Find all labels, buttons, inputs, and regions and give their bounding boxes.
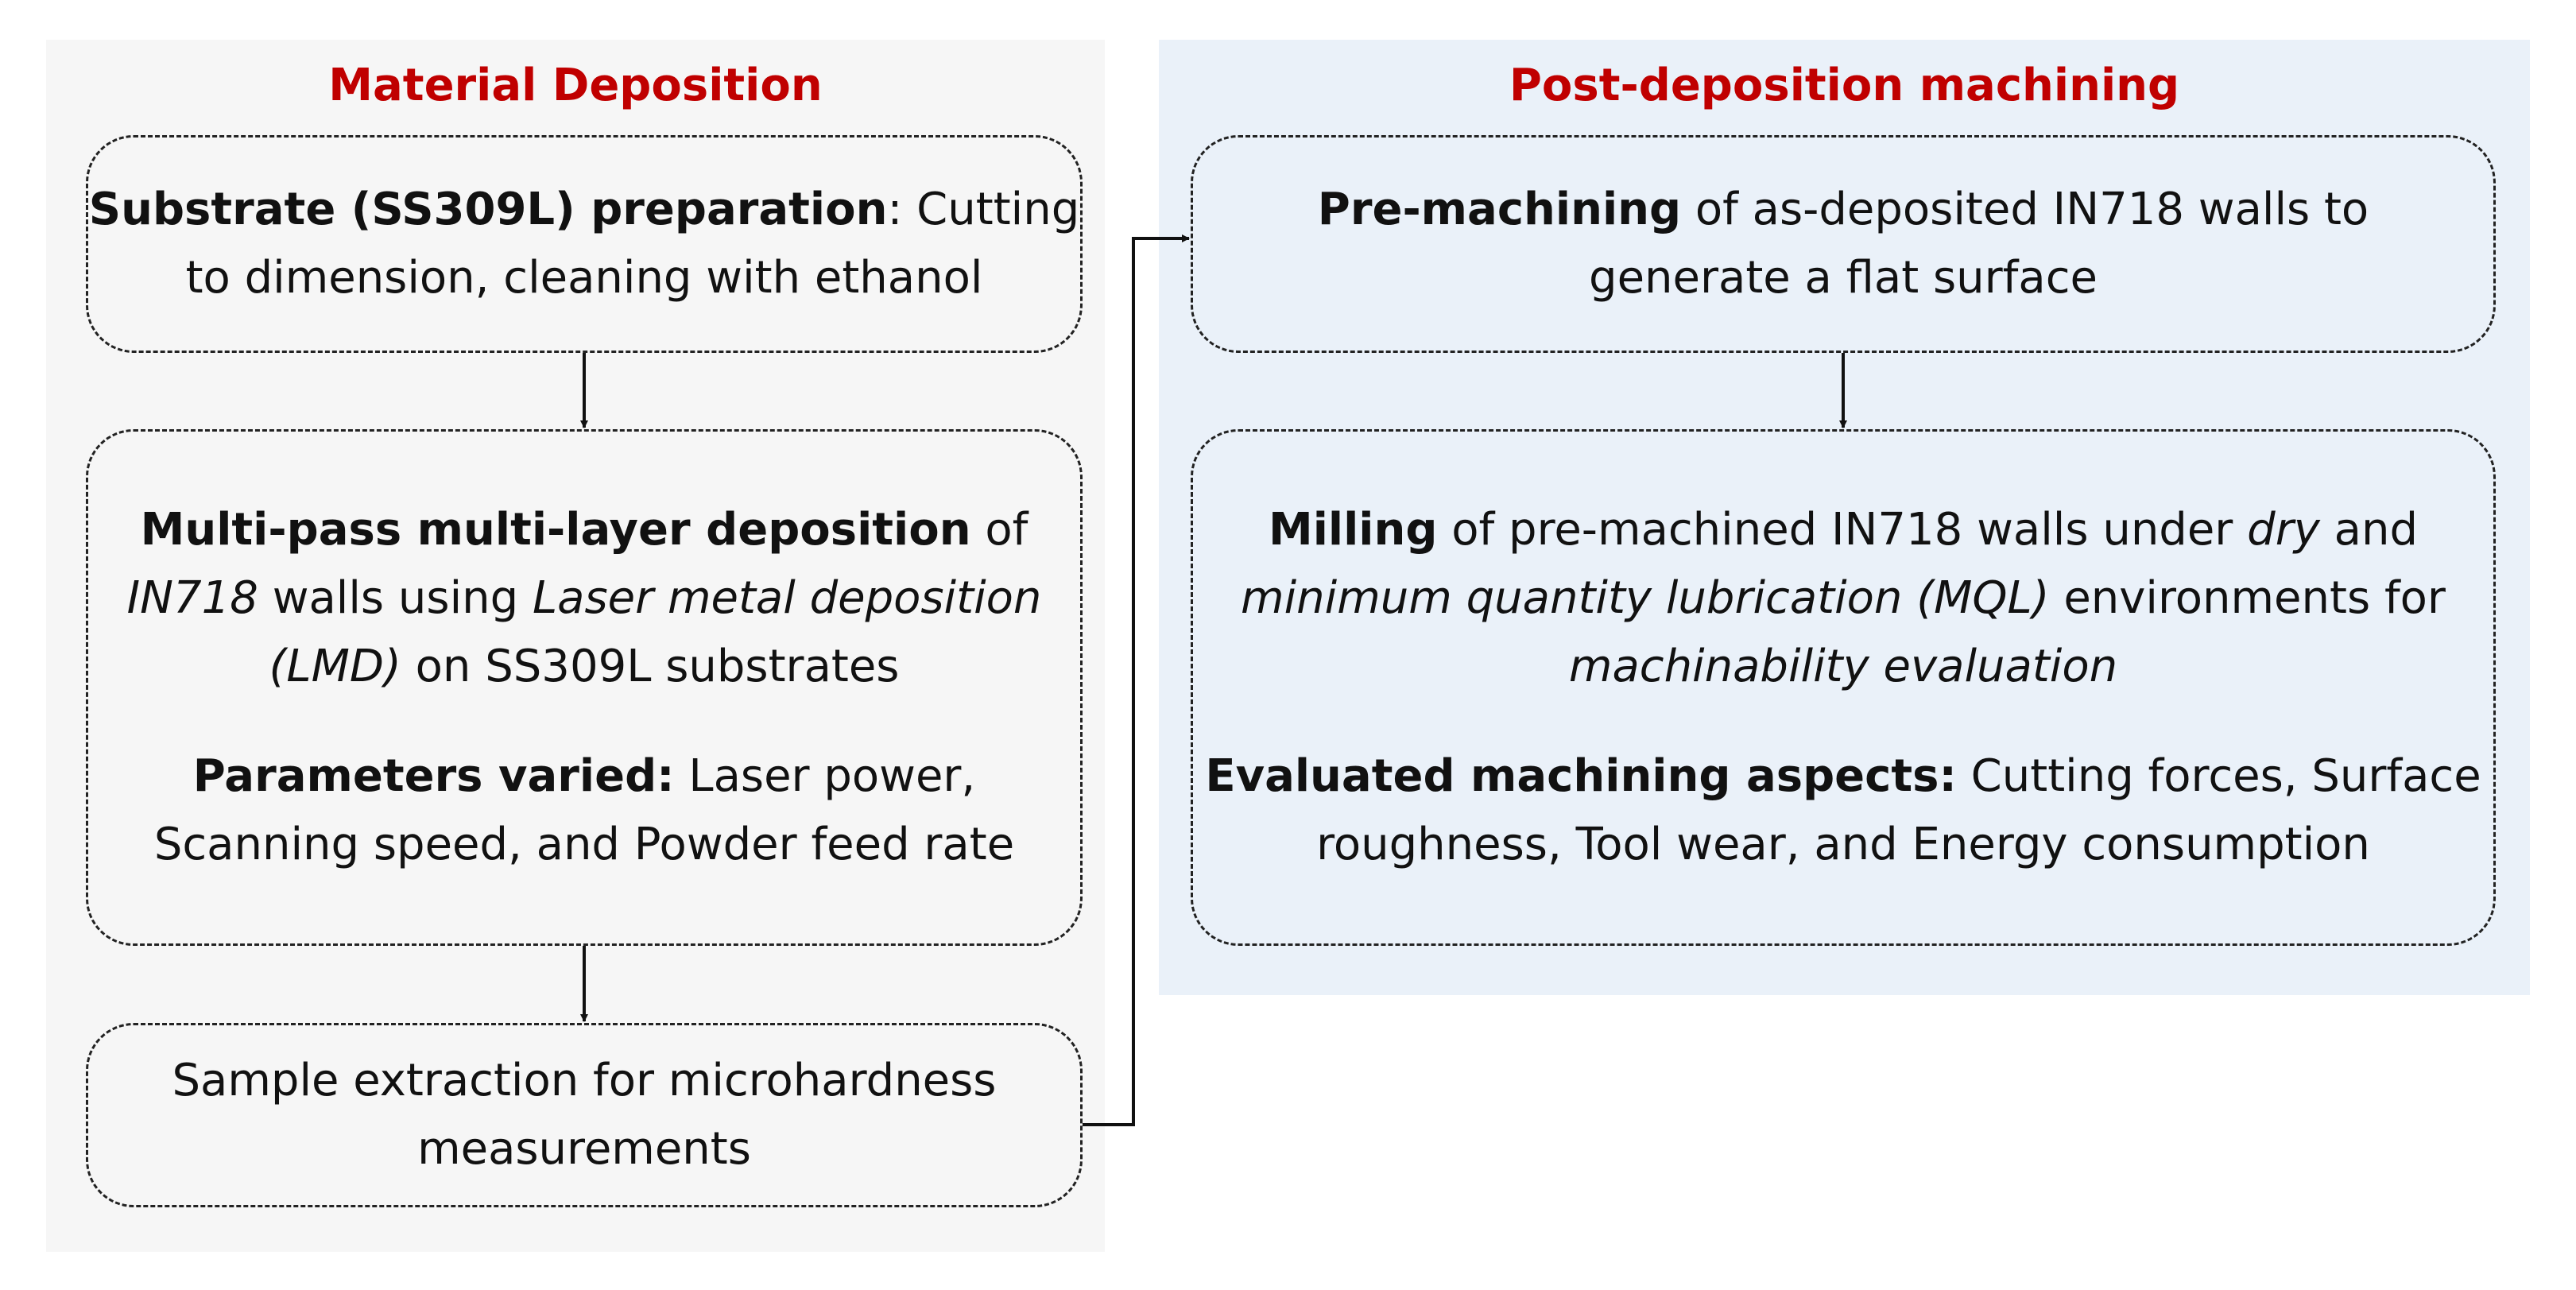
substrate-line-1: Substrate (SS309L) preparation: Cutting xyxy=(89,176,1080,244)
deposition-alloy: IN718 xyxy=(126,572,258,624)
premach-line-2: generate a flat surface xyxy=(1589,252,2098,304)
parameters-heading: Parameters varied: xyxy=(192,750,675,802)
milling-line-1: Milling of pre-machined IN718 walls unde… xyxy=(1269,496,2418,564)
aspects-heading: Evaluated machining aspects: xyxy=(1205,750,1957,802)
milling-box: Milling of pre-machined IN718 walls unde… xyxy=(1191,429,2496,946)
deposition-text-3: on SS309L substrates xyxy=(401,641,900,692)
milling-text-2: environments for xyxy=(2049,572,2446,624)
premach-text-1: of as-deposited IN718 walls to xyxy=(1681,184,2369,235)
deposition-text-1: of xyxy=(970,504,1028,556)
milling-evaluation: machinability evaluation xyxy=(1568,641,2118,692)
milling-dry: dry xyxy=(2247,504,2320,556)
arrow-sample-to-premachining xyxy=(1083,234,1190,1126)
deposition-process: Laser metal deposition xyxy=(532,572,1042,624)
deposition-box: Multi-pass multi-layer deposition of IN7… xyxy=(86,429,1083,946)
material-deposition-panel: Material Deposition xyxy=(46,40,1105,1252)
parameters-line-1: Parameters varied: Laser power, xyxy=(193,742,975,811)
parameters-line-2: Scanning speed, and Powder feed rate xyxy=(153,819,1015,870)
sample-line-1: Sample extraction for microhardness xyxy=(172,1055,997,1106)
milling-line-3: machinability evaluation xyxy=(1569,633,2117,701)
aspects-line-1: Evaluated machining aspects: Cutting for… xyxy=(1205,742,2481,811)
milling-mql: minimum quantity lubrication (MQL) xyxy=(1241,572,2050,624)
substrate-preparation-box: Substrate (SS309L) preparation: Cutting … xyxy=(86,135,1083,353)
milling-text-1a: of pre-machined IN718 walls under xyxy=(1437,504,2248,556)
deposition-line-1: Multi-pass multi-layer deposition of xyxy=(141,496,1028,564)
sample-line-2: measurements xyxy=(417,1123,751,1175)
deposition-heading: Multi-pass multi-layer deposition xyxy=(140,504,971,556)
milling-text-1b: and xyxy=(2319,504,2419,556)
premach-heading: Pre-machining xyxy=(1317,184,1682,235)
deposition-abbrev: (LMD) xyxy=(269,641,401,692)
pre-machining-box: Pre-machining of as-deposited IN718 wall… xyxy=(1191,135,2496,353)
parameters-text-1: Laser power, xyxy=(674,750,976,802)
post-deposition-machining-panel: Post-deposition machining xyxy=(1159,40,2530,995)
deposition-text-2: walls using xyxy=(258,572,533,624)
premach-line-1: Pre-machining of as-deposited IN718 wall… xyxy=(1318,176,2369,244)
material-deposition-title: Material Deposition xyxy=(328,60,823,111)
milling-heading: Milling xyxy=(1268,504,1438,556)
substrate-line-2: to dimension, cleaning with ethanol xyxy=(185,252,983,304)
sample-extraction-box: Sample extraction for microhardness meas… xyxy=(86,1023,1083,1207)
deposition-line-2: IN718 walls using Laser metal deposition xyxy=(127,564,1042,633)
aspects-text-1: Cutting forces, Surface xyxy=(1956,750,2481,802)
milling-line-2: minimum quantity lubrication (MQL) envir… xyxy=(1241,564,2446,633)
substrate-heading: Substrate (SS309L) preparation xyxy=(88,184,888,235)
deposition-line-3: (LMD) on SS309L substrates xyxy=(269,633,900,701)
post-deposition-machining-title: Post-deposition machining xyxy=(1509,60,2180,111)
substrate-text-1: : Cutting xyxy=(887,184,1080,235)
aspects-line-2: roughness, Tool wear, and Energy consump… xyxy=(1316,819,2370,870)
